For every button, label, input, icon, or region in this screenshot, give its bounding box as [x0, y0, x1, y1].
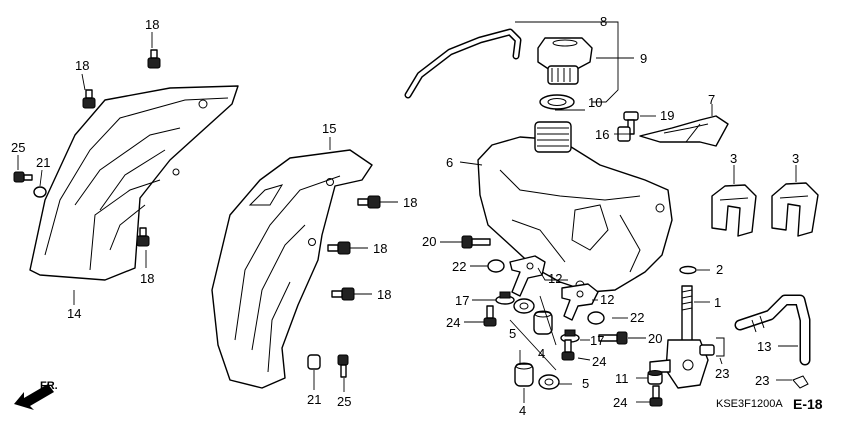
- tank-band: [639, 115, 729, 147]
- callout-20: 20: [422, 234, 436, 249]
- collar-21a: [33, 186, 47, 198]
- collar-4b: [514, 362, 534, 387]
- bolt-24b: [561, 339, 575, 361]
- callout-9: 9: [640, 51, 647, 66]
- shroud-right: [211, 149, 373, 389]
- callouts: 18 18 25 21 18 14 15 18 18 18 21 25 8 9 …: [11, 14, 799, 418]
- clip-23: [716, 337, 725, 357]
- callout-16: 16: [595, 127, 609, 142]
- washer-22b: [587, 311, 605, 325]
- callout-24: 24: [446, 315, 460, 330]
- callout-6: 6: [446, 155, 453, 170]
- stay-12-right: [561, 283, 599, 321]
- callout-4: 4: [538, 346, 545, 361]
- cap-11: [647, 370, 663, 385]
- callout-21: 21: [307, 392, 321, 407]
- callout-5: 5: [509, 326, 516, 341]
- callout-17: 17: [590, 333, 604, 348]
- callout-1: 1: [714, 295, 721, 310]
- radiator-shroud-left: [29, 85, 239, 281]
- callout-25: 25: [337, 394, 351, 409]
- callout-14: 14: [67, 306, 81, 321]
- callout-2: 2: [716, 262, 723, 277]
- bolt-20b: [598, 331, 628, 345]
- bolt-25b: [337, 354, 349, 378]
- callout-15: 15: [322, 121, 336, 136]
- bolt-18-r2: [327, 241, 351, 255]
- callout-8: 8: [600, 14, 607, 29]
- callout-4: 4: [519, 403, 526, 418]
- callout-24: 24: [592, 354, 606, 369]
- fuel-valve: [649, 285, 715, 389]
- washer-22a: [487, 259, 505, 273]
- callout-18: 18: [140, 271, 154, 286]
- direction-label: FR.: [40, 380, 58, 392]
- bolt-19: [623, 111, 639, 135]
- cap-packing: [539, 94, 575, 110]
- collar-4a: [533, 310, 553, 335]
- washer-17a: [495, 291, 515, 305]
- grommet-5b: [538, 374, 560, 390]
- callout-25: 25: [11, 140, 25, 155]
- callout-10: 10: [588, 95, 602, 110]
- tank-mount-rubber-a: [711, 184, 757, 237]
- callout-18: 18: [373, 241, 387, 256]
- tank-mount-rubber-b: [771, 182, 819, 237]
- bolt-20a: [461, 235, 491, 249]
- fuel-tank: [477, 121, 673, 293]
- grommet-5a: [513, 298, 535, 314]
- callout-21: 21: [36, 155, 50, 170]
- callout-24: 24: [613, 395, 627, 410]
- callout-20: 20: [648, 331, 662, 346]
- callout-22: 22: [630, 310, 644, 325]
- bolt-18-r1: [357, 195, 381, 209]
- breather-tube: [404, 28, 522, 99]
- leader-lines: [17, 21, 798, 403]
- callout-3: 3: [730, 151, 737, 166]
- callout-23: 23: [715, 366, 729, 381]
- washer-17b: [560, 329, 580, 343]
- callout-3: 3: [792, 151, 799, 166]
- fuel-tube: [734, 294, 811, 366]
- bolt-25a: [13, 171, 33, 183]
- bolt-18-shroud: [136, 227, 150, 247]
- callout-18: 18: [403, 195, 417, 210]
- callout-5: 5: [582, 376, 589, 391]
- callout-23: 23: [755, 373, 769, 388]
- callout-18: 18: [377, 287, 391, 302]
- drawing-code: KSE3F1200A: [716, 398, 783, 410]
- page-reference: E-18: [793, 396, 823, 412]
- callout-13: 13: [757, 339, 771, 354]
- collar-21b: [307, 354, 321, 370]
- callout-7: 7: [708, 92, 715, 107]
- bolt-18-top: [147, 49, 161, 69]
- fuel-cap: [537, 37, 593, 85]
- callout-18: 18: [145, 17, 159, 32]
- callout-19: 19: [660, 108, 674, 123]
- stay-12-left: [509, 255, 546, 297]
- washer-2: [679, 265, 697, 275]
- front-direction-arrow: FR.: [14, 380, 58, 410]
- callout-12: 12: [548, 271, 562, 286]
- bolt-18-left: [82, 89, 96, 109]
- callout-18: 18: [75, 58, 89, 73]
- clip-23b: [792, 375, 809, 389]
- callout-11: 11: [615, 371, 629, 386]
- bolt-24c: [649, 385, 663, 407]
- callout-17: 17: [455, 293, 469, 308]
- bolt-18-r3: [331, 287, 355, 301]
- callout-12: 12: [600, 292, 614, 307]
- bolt-24a: [483, 305, 497, 327]
- callout-22: 22: [452, 259, 466, 274]
